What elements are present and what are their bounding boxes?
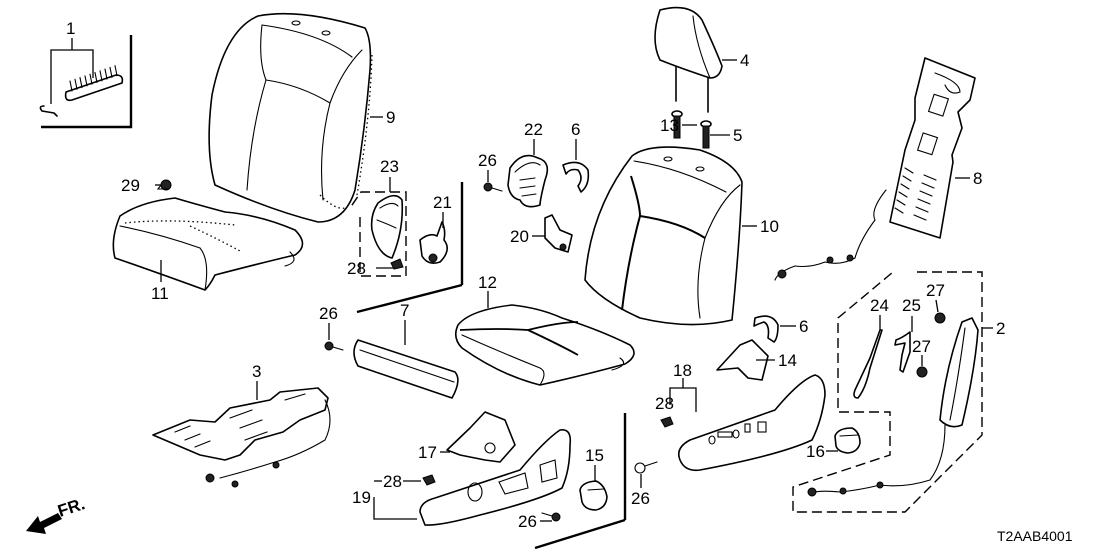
callout-24: 24	[870, 296, 889, 315]
leader-lines	[155, 59, 993, 522]
part-10-seat-back-cover	[584, 146, 743, 326]
part-14-recline-bracket	[716, 339, 769, 381]
part-7-trim-strip	[353, 339, 459, 399]
front-direction-indicator: FR.	[26, 494, 87, 534]
callout-20: 20	[510, 227, 529, 246]
part-8-seat-back-heater	[774, 57, 976, 281]
part-26-screw-d	[634, 461, 658, 474]
callout-28-b: 28	[383, 472, 402, 491]
seat-cushion-rear-outline	[112, 197, 304, 291]
callout-10: 10	[760, 217, 779, 236]
callout-6-upper: 6	[571, 120, 580, 139]
callout-12: 12	[478, 273, 497, 292]
diagram-code: T2AAB4001	[997, 528, 1073, 544]
callout-16: 16	[806, 442, 825, 461]
coil-rib	[99, 70, 103, 82]
coil-rib	[74, 78, 78, 90]
callout-3: 3	[252, 362, 261, 381]
callout-8: 8	[973, 169, 982, 188]
part-28-clip-c	[660, 416, 674, 428]
callout-2: 2	[996, 319, 1005, 338]
callout-21: 21	[433, 193, 452, 212]
part-4-headrest	[654, 6, 723, 113]
callout-5: 5	[733, 126, 742, 145]
part-25-clip-bracket	[894, 331, 911, 373]
part-3-seat-cushion-heater	[152, 387, 331, 488]
hook-clip-drawing	[39, 105, 58, 117]
callout-labels: 1 2 3 4 5 6 6 7 8 9 10 11 12 13 14 15 16…	[66, 19, 1005, 531]
part-1-clip-set	[39, 35, 133, 129]
coil-rib	[109, 66, 113, 78]
part-17-inner-bracket	[446, 411, 516, 463]
callout-23: 23	[380, 157, 399, 176]
callout-25: 25	[902, 296, 921, 315]
callout-18: 18	[673, 361, 692, 380]
part-6-lower-clip	[753, 315, 779, 343]
part-28-clip-a	[390, 258, 404, 270]
part-18-outer-side-cover-power	[677, 374, 826, 472]
coil-rib	[89, 73, 93, 85]
part-2-side-airbag	[807, 317, 979, 497]
part-27-nut-b	[916, 366, 928, 378]
part-20-recline-bracket	[544, 214, 573, 253]
coil-rib	[79, 77, 83, 89]
part-11-seat-cushion-rear	[112, 197, 304, 291]
part-5-headrest-guide	[700, 120, 712, 149]
seat-back-rear-outline	[208, 12, 372, 223]
callout-29: 29	[121, 176, 140, 195]
divider-diagonal-2	[534, 518, 626, 550]
callout-26-a: 26	[478, 151, 497, 170]
callout-17: 17	[418, 443, 437, 462]
callout-27-a: 27	[926, 281, 945, 300]
front-arrow-icon	[26, 513, 62, 534]
callout-26-b: 26	[319, 304, 338, 323]
callout-11: 11	[151, 284, 169, 303]
callout-28-c: 28	[655, 394, 674, 413]
coil-ribs	[69, 65, 118, 92]
part-26-screw-c	[541, 512, 561, 522]
part-24-strap	[853, 329, 883, 399]
part-27-nut-a	[934, 312, 946, 324]
part-13-headrest-guide	[671, 110, 683, 139]
part-2-assembly-box	[792, 271, 983, 513]
callout-1: 1	[66, 19, 75, 38]
divider-diagonal-1	[356, 283, 463, 314]
part-21-recline-bracket	[419, 221, 448, 264]
callout-19: 19	[352, 488, 371, 507]
part-26-screw-b	[324, 341, 344, 351]
coil-rib	[84, 75, 88, 87]
part-23-set-box	[349, 191, 407, 277]
callout-7: 7	[400, 301, 409, 320]
part-12-seat-cushion-cover	[454, 304, 635, 386]
callout-26-d: 26	[631, 489, 650, 508]
coil-rib	[94, 71, 98, 84]
callout-22: 22	[524, 120, 543, 139]
coil-rib	[69, 80, 73, 92]
part-22-recline-cover	[507, 154, 549, 208]
callout-28-a: 28	[347, 259, 366, 278]
part-1-frame	[41, 35, 133, 129]
callout-4: 4	[740, 51, 749, 70]
coil-rib	[104, 68, 108, 80]
coil-clip-drawing	[64, 74, 124, 102]
callout-26-c: 26	[518, 512, 537, 531]
callout-13: 13	[660, 116, 679, 135]
part-16-knob-cover	[834, 427, 861, 454]
part-15-knob-cover	[579, 480, 608, 511]
coil-rib	[114, 65, 118, 77]
callout-15: 15	[585, 446, 604, 465]
callout-9: 9	[386, 108, 395, 127]
callout-6-lower: 6	[799, 317, 808, 336]
part-19-outer-side-cover	[419, 428, 572, 526]
part-23-recline-cover	[370, 194, 404, 259]
part-28-clip-b	[422, 474, 436, 486]
front-label: FR.	[55, 494, 87, 521]
part-6-upper-clip	[562, 161, 590, 193]
part-26-screw-a	[483, 182, 503, 192]
callout-27-b: 27	[912, 337, 931, 356]
callout-14: 14	[778, 351, 797, 370]
part-9-seat-back-cover-rear	[208, 12, 373, 223]
